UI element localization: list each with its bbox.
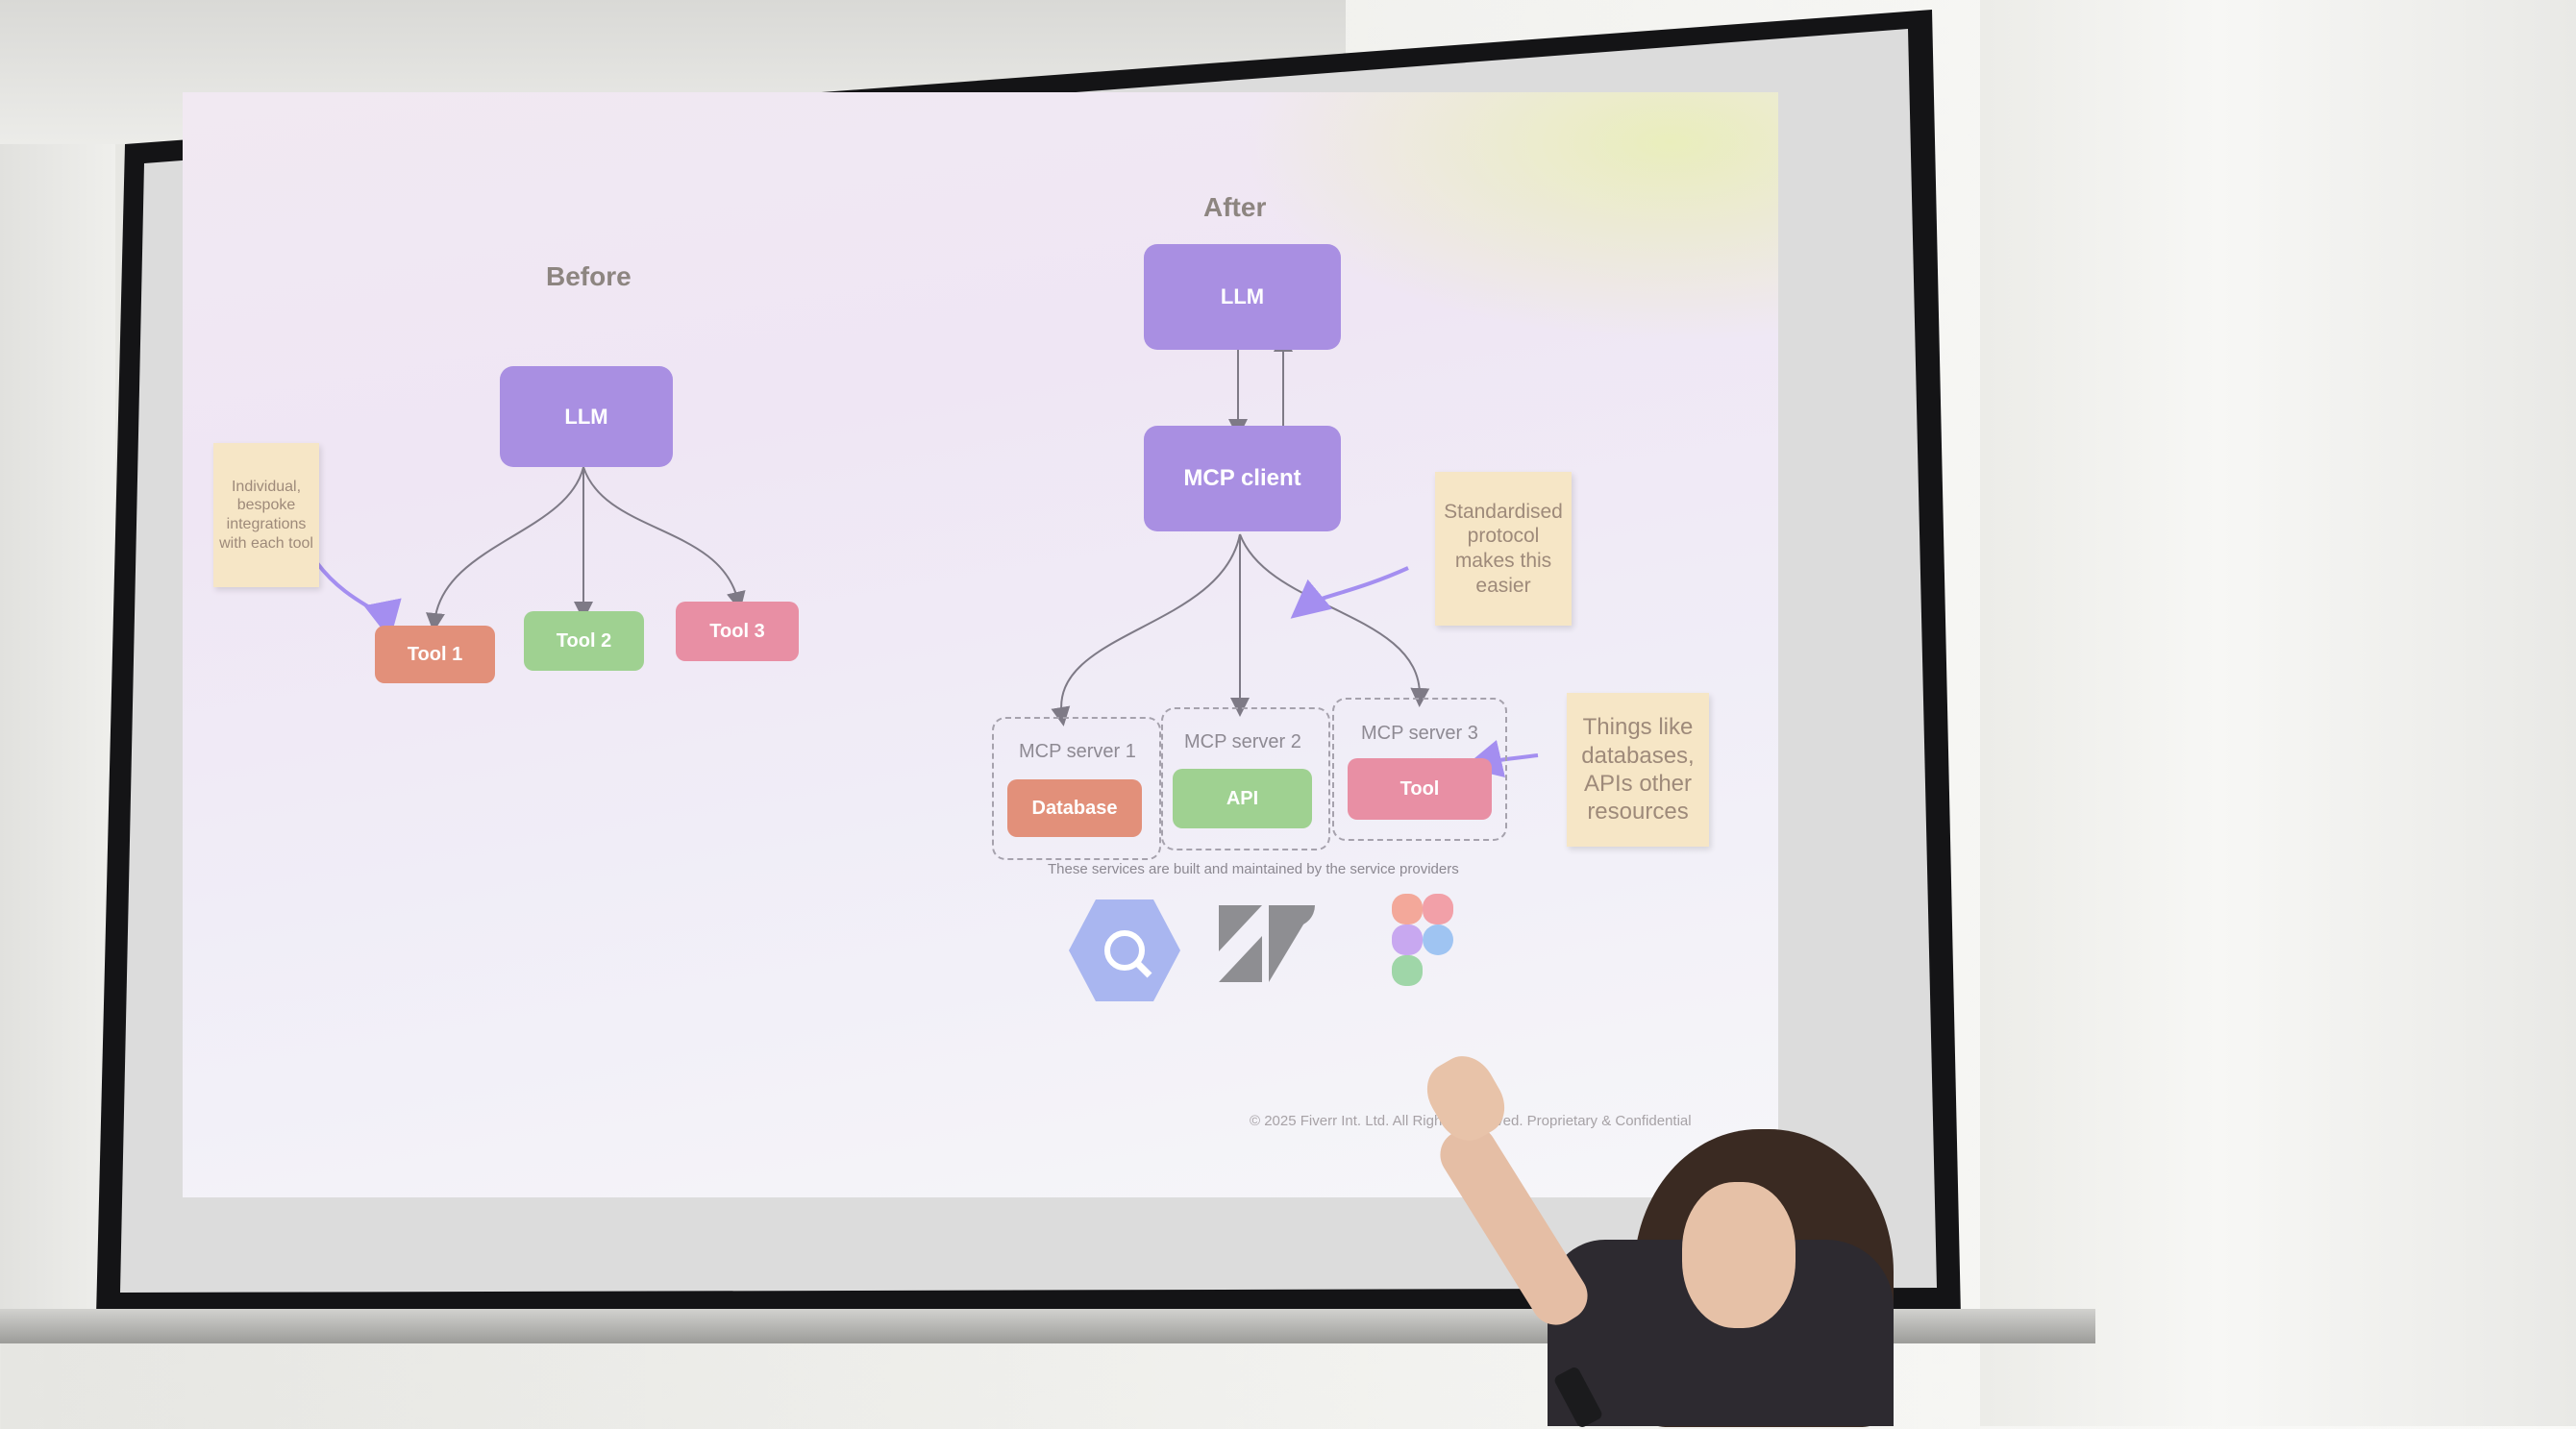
after-llm-box: LLM <box>1144 244 1341 350</box>
slide: Before LLM Tool 1 Tool 2 Tool 3 Individu… <box>183 92 1778 1197</box>
after-title: After <box>1203 192 1267 222</box>
note-bespoke: Individual, bespoke integrations with ea… <box>213 443 319 587</box>
tool-3-box: Tool 3 <box>676 602 799 661</box>
note-resources: Things like databases, APIs other resour… <box>1567 693 1709 847</box>
tool-box: Tool <box>1348 758 1492 820</box>
zendesk-icon <box>1219 905 1315 982</box>
database-box: Database <box>1007 779 1142 837</box>
figma-icon <box>1392 894 1453 986</box>
presenter-face <box>1682 1182 1796 1328</box>
note-protocol: Standardised protocol makes this easier <box>1435 472 1572 626</box>
tool-1-box: Tool 1 <box>375 626 495 683</box>
mcp-server-2 <box>1161 707 1330 850</box>
window-blinds <box>1980 0 2576 1426</box>
before-title: Before <box>546 261 632 291</box>
bigquery-icon <box>1069 899 1180 1001</box>
mcp-server-1-label: MCP server 1 <box>1019 741 1136 762</box>
before-llm-box: LLM <box>500 366 673 467</box>
mcp-server-3-label: MCP server 3 <box>1361 723 1478 744</box>
left-wall <box>0 144 115 1317</box>
mcp-server-2-label: MCP server 2 <box>1184 731 1301 752</box>
tool-2-box: Tool 2 <box>524 611 644 671</box>
mcp-client-box: MCP client <box>1144 426 1341 531</box>
mcp-server-1 <box>992 717 1161 860</box>
api-box: API <box>1173 769 1312 828</box>
mcp-server-3 <box>1332 698 1507 841</box>
providers-caption: These services are built and maintained … <box>1048 861 1459 877</box>
